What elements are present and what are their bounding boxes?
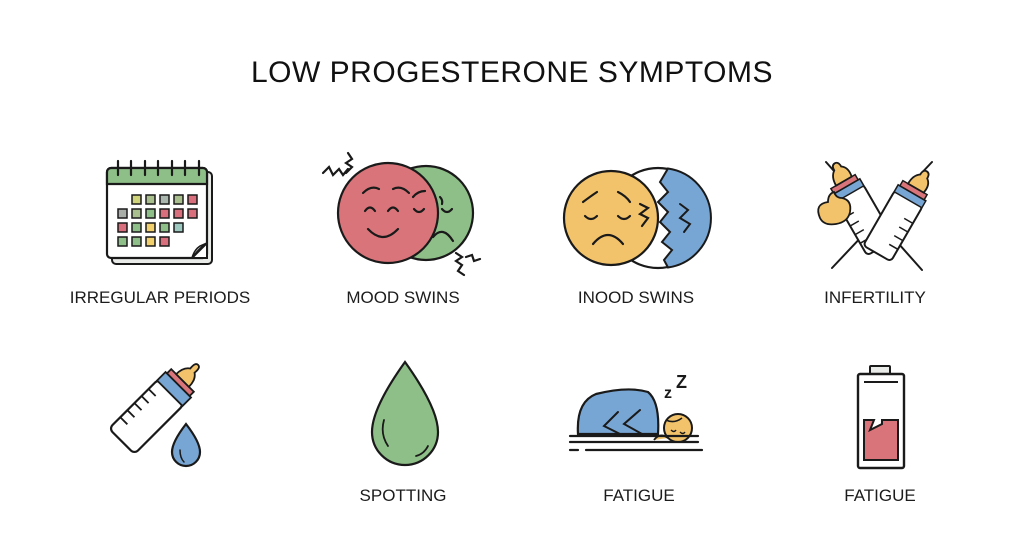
page-title: LOW PROGESTERONE SYMPTOMS bbox=[250, 56, 774, 89]
label-infertility: INFERTILITY bbox=[824, 288, 926, 307]
mood-faces-icon bbox=[318, 145, 488, 280]
svg-text:Z: Z bbox=[676, 372, 687, 392]
label-fatigue-battery: FATIGUE bbox=[844, 486, 916, 505]
crossed-baby-bottles-icon bbox=[812, 160, 942, 271]
label-fatigue-sleep: FATIGUE bbox=[603, 486, 675, 505]
baby-bottle-drop-icon bbox=[108, 358, 218, 473]
sleeping-person-icon: z Z bbox=[568, 372, 708, 454]
svg-text:z: z bbox=[664, 385, 672, 402]
label-irregular-periods: IRREGULAR PERIODS bbox=[69, 288, 251, 307]
sad-cracked-face-icon bbox=[558, 160, 713, 275]
label-spotting: SPOTTING bbox=[359, 486, 447, 505]
green-drop-icon bbox=[370, 360, 440, 470]
low-battery-icon bbox=[856, 364, 906, 470]
calendar-icon bbox=[104, 159, 216, 265]
label-mood-swins: MOOD SWINS bbox=[346, 288, 460, 307]
label-inood-swins: INOOD SWINS bbox=[577, 288, 695, 307]
